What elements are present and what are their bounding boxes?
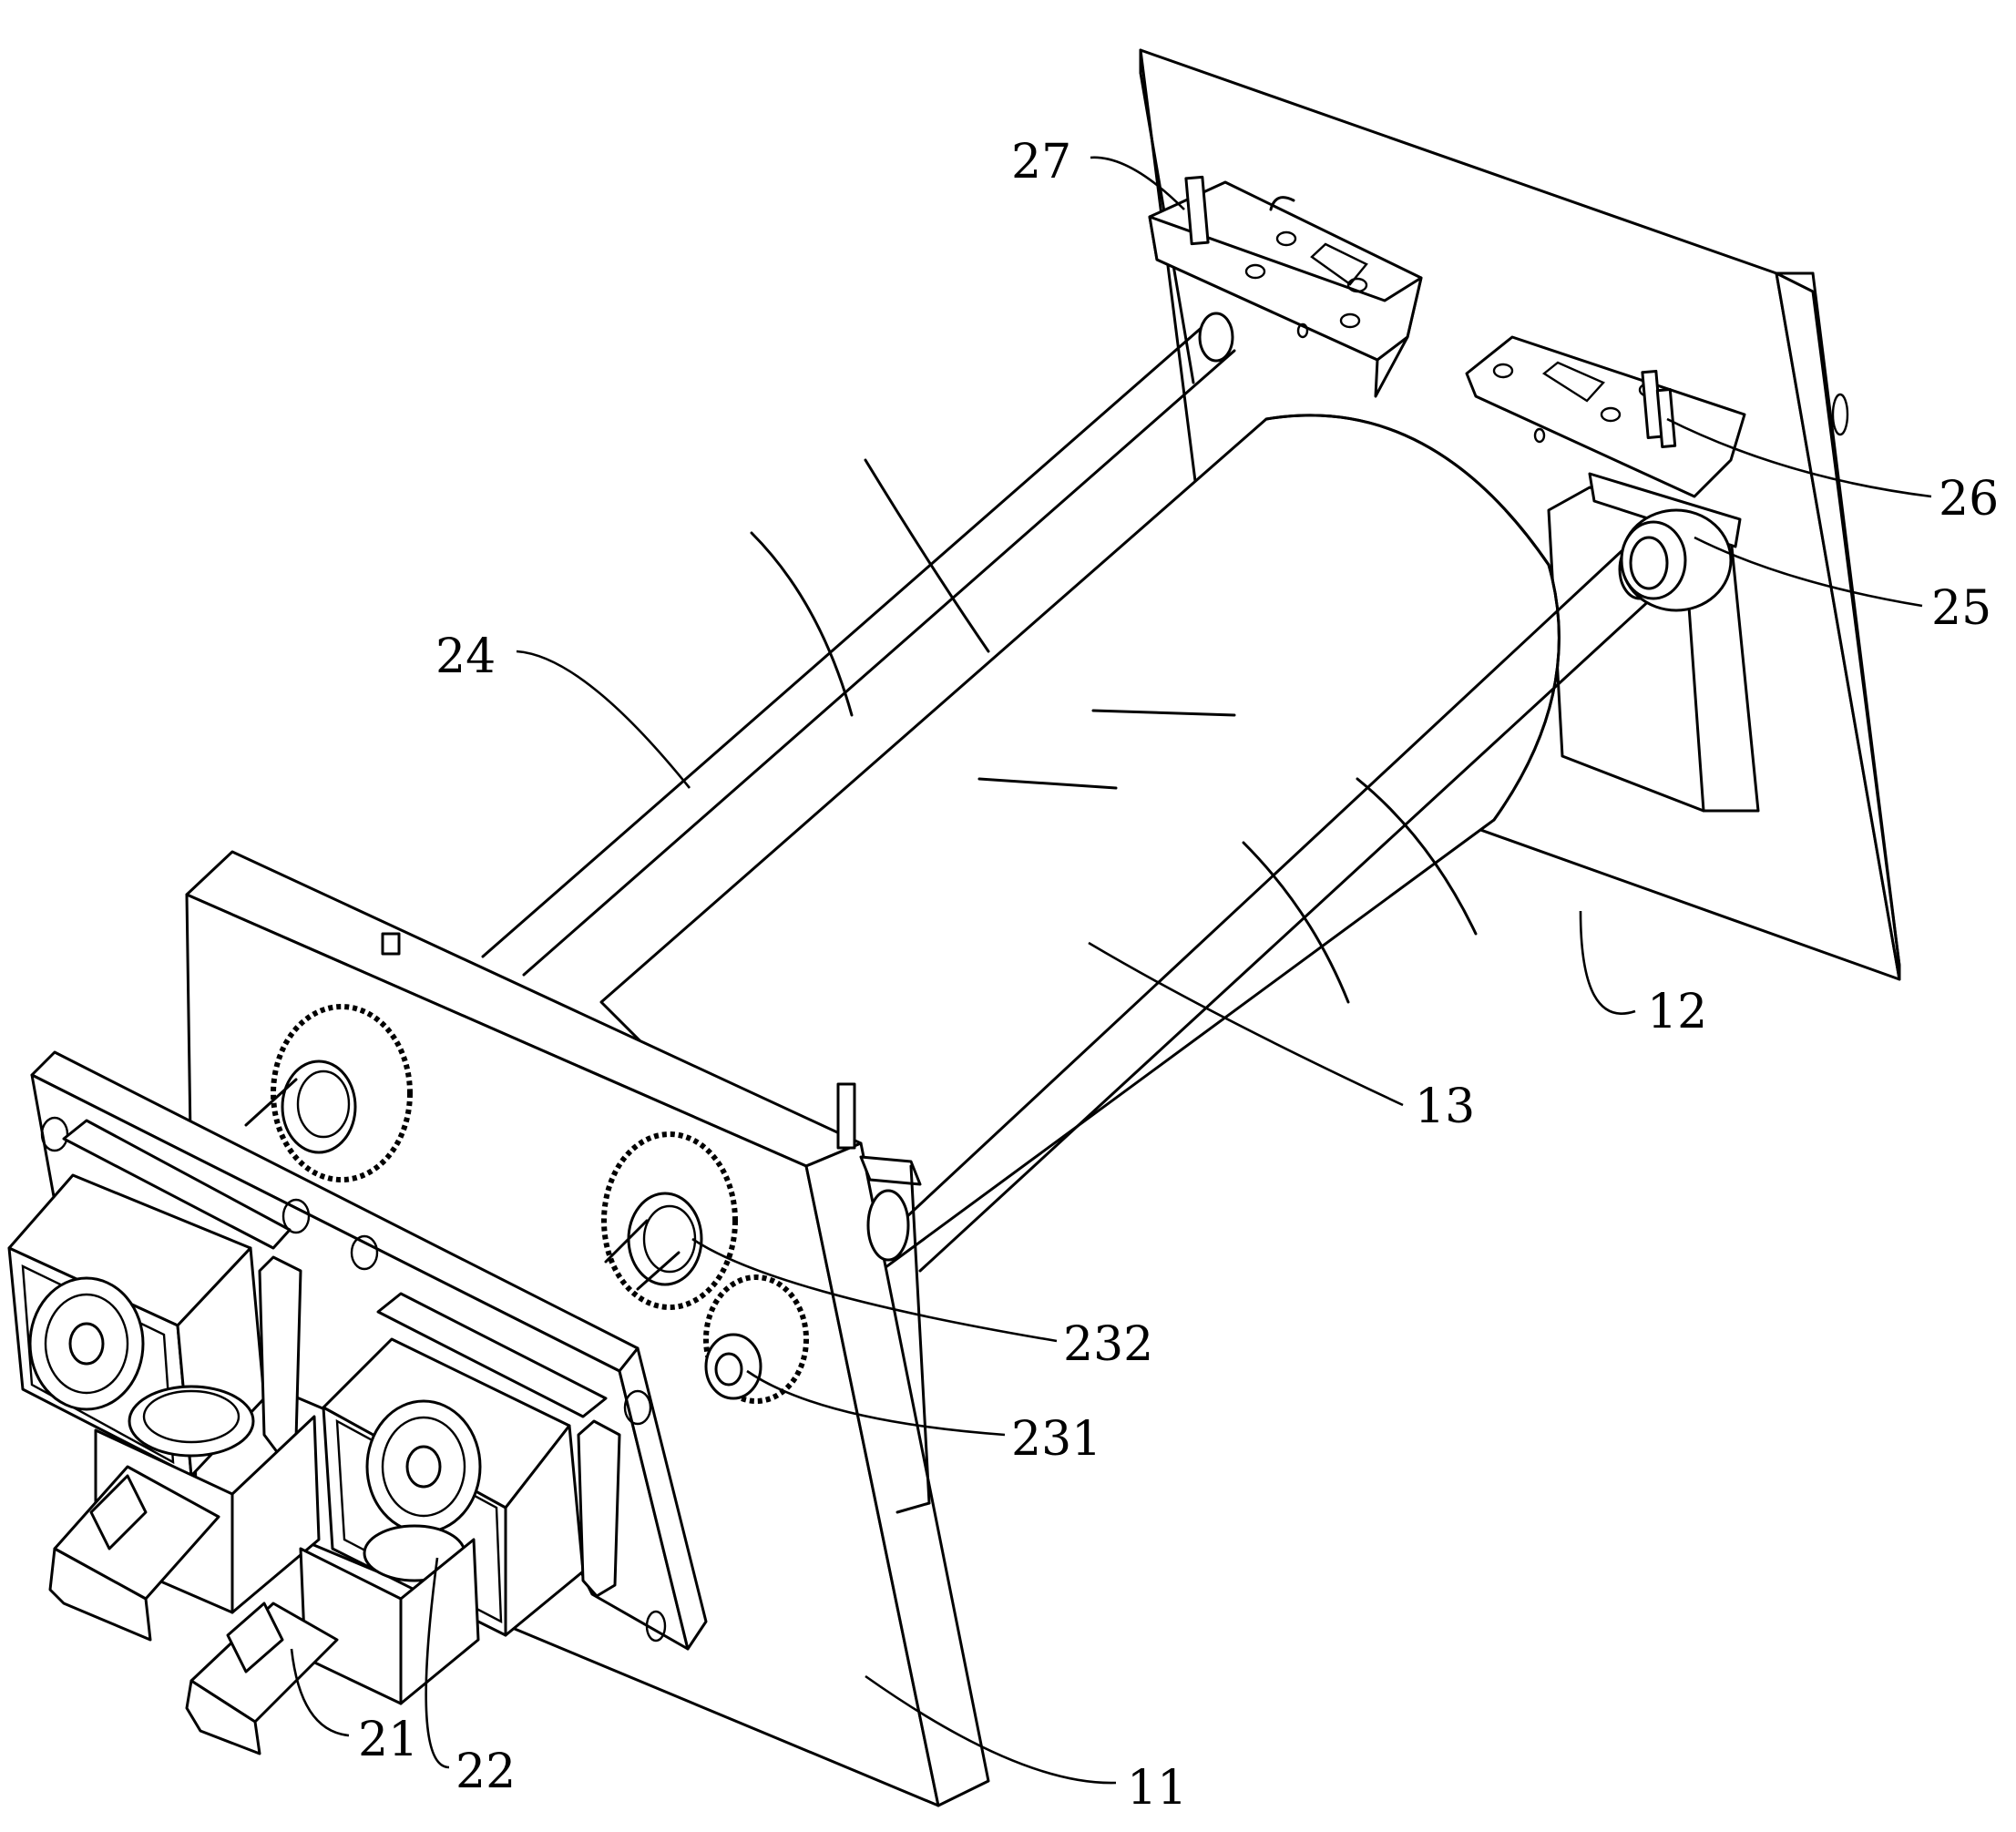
leader-231 <box>746 1369 1006 1437</box>
left-top-bracket <box>1148 175 1423 398</box>
leader-13 <box>1088 941 1404 1107</box>
label-21: 21 <box>358 1713 418 1767</box>
break-lines <box>750 458 1478 1004</box>
label-11: 11 <box>1127 1761 1187 1816</box>
leader-27 <box>1090 156 1185 210</box>
leader-232 <box>691 1237 1058 1343</box>
leader-11 <box>865 1674 1117 1785</box>
leader-25 <box>1694 536 1923 608</box>
drive-gear <box>703 1274 809 1404</box>
label-26: 26 <box>1939 472 1999 527</box>
label-22: 22 <box>455 1745 516 1799</box>
label-12: 12 <box>1647 985 1707 1039</box>
drum <box>599 414 1561 1277</box>
right-top-bracket <box>1465 335 1746 498</box>
driven-gear <box>601 1131 738 1310</box>
label-13: 13 <box>1415 1080 1475 1134</box>
leader-lines <box>290 156 1932 1785</box>
label-232: 232 <box>1063 1317 1153 1372</box>
leader-22 <box>425 1557 450 1769</box>
label-24: 24 <box>435 629 496 684</box>
bearing-seat <box>1620 508 1733 612</box>
label-231: 231 <box>1011 1412 1101 1467</box>
label-27: 27 <box>1011 135 1071 189</box>
reducer-unit-1 <box>7 1119 321 1642</box>
leader-21 <box>290 1648 350 1737</box>
reference-numerals: 27 26 25 24 12 13 232 231 21 22 11 <box>358 135 1999 1816</box>
leader-26 <box>1666 417 1932 498</box>
guide-rods <box>481 312 1662 1273</box>
label-25: 25 <box>1931 581 1991 636</box>
reducer-unit-2 <box>185 1292 621 1755</box>
leader-24 <box>516 650 691 789</box>
leader-12 <box>1579 910 1636 1015</box>
upper-gear <box>244 1004 413 1182</box>
